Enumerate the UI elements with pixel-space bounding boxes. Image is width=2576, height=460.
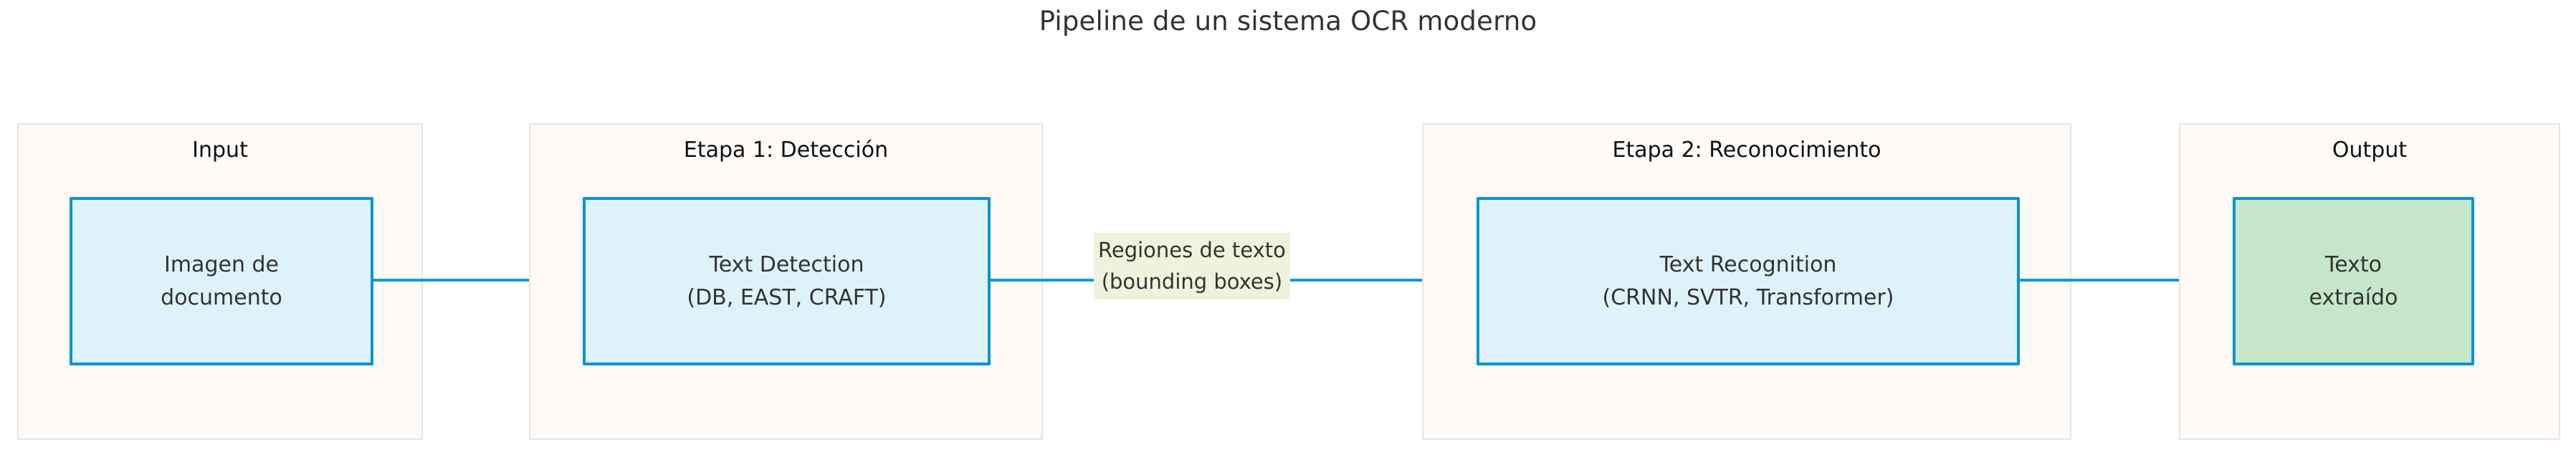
edge-input-to-detection-line: [373, 279, 600, 282]
cluster-title-etapa-1: Etapa 1: Detección: [683, 138, 889, 163]
edge-label-line-1: Regiones de texto: [1098, 238, 1286, 262]
node-label-line-1: Text Detection: [709, 251, 864, 277]
edge-label-regiones-de-texto: Regiones de texto (bounding boxes): [1094, 233, 1290, 300]
node-label-line-2: documento: [161, 284, 282, 310]
node-imagen-de-documento[interactable]: Imagen de documento: [70, 197, 373, 365]
node-label-line-1: Text Recognition: [1659, 251, 1837, 277]
node-label-line-1: Imagen de: [163, 251, 279, 277]
node-label-line-2: extraído: [2309, 284, 2398, 310]
node-label-line-1: Texto: [2324, 251, 2382, 277]
node-text-detection[interactable]: Text Detection (DB, EAST, CRAFT): [583, 197, 991, 365]
node-text-recognition[interactable]: Text Recognition (CRNN, SVTR, Transforme…: [1477, 197, 2020, 365]
cluster-title-input: Input: [192, 138, 248, 163]
edge-label-line-2: (bounding boxes): [1101, 269, 1283, 294]
node-label-line-2: (DB, EAST, CRAFT): [687, 284, 887, 310]
page-title: Pipeline de un sistema OCR moderno: [1039, 6, 1537, 37]
node-texto-extraido[interactable]: Texto extraído: [2233, 197, 2474, 365]
node-label-line-2: (CRNN, SVTR, Transformer): [1602, 284, 1894, 310]
cluster-title-output: Output: [2332, 138, 2408, 163]
cluster-title-etapa-2: Etapa 2: Reconocimiento: [1612, 138, 1881, 163]
edge-recognition-to-output-line: [2020, 279, 2238, 282]
